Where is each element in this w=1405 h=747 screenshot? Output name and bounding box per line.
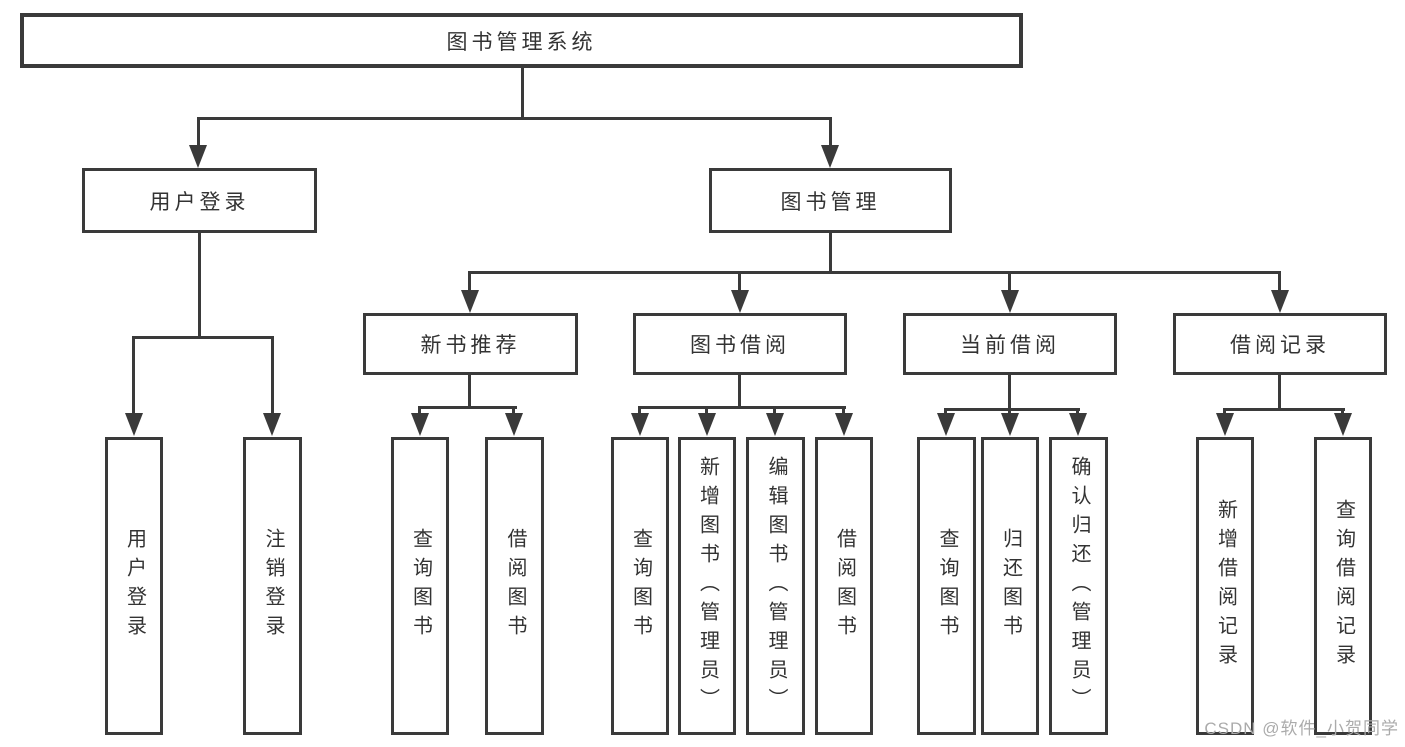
connector-vline <box>842 406 845 416</box>
arrow-down-icon <box>505 413 523 436</box>
connector-vline <box>773 406 776 416</box>
connector-hline <box>197 117 832 120</box>
arrow-down-icon <box>189 145 207 168</box>
csdn-watermark: CSDN @软件_小贺同学 <box>1204 719 1399 738</box>
connector-vline <box>468 271 471 292</box>
connector-vline <box>829 117 832 148</box>
connector-vline <box>132 336 135 416</box>
connector-vline <box>638 406 641 416</box>
connector-vline <box>197 117 200 148</box>
leaf-label: 查询图书 <box>629 528 652 644</box>
node-book-borrowing: 图书借阅 <box>633 313 847 375</box>
leaf-logout: 注销登录 <box>243 437 302 735</box>
leaf-query-book-3: 查询图书 <box>917 437 976 735</box>
arrow-down-icon <box>1271 290 1289 313</box>
connector-vline <box>1008 271 1011 292</box>
connector-hline <box>944 408 1080 411</box>
leaf-edit-book-admin: 编辑图书（管理员） <box>746 437 805 735</box>
leaf-label: 新增借阅记录 <box>1214 499 1237 673</box>
connector-vline <box>944 408 947 416</box>
arrow-down-icon <box>125 413 143 436</box>
leaf-label: 查询图书 <box>936 528 958 644</box>
node-book-management: 图书管理 <box>709 168 952 233</box>
arrow-down-icon <box>1001 413 1019 436</box>
arrow-down-icon <box>937 413 955 436</box>
leaf-label: 新增图书（管理员） <box>696 455 719 717</box>
node-library-system: 图书管理系统 <box>20 13 1023 68</box>
leaf-return-book: 归还图书 <box>981 437 1039 735</box>
leaf-confirm-return-admin: 确认归还（管理员） <box>1049 437 1108 735</box>
node-current-borrowing: 当前借阅 <box>903 313 1117 375</box>
connector-vline <box>521 68 524 119</box>
arrow-down-icon <box>766 413 784 436</box>
leaf-label: 编辑图书（管理员） <box>765 455 787 717</box>
leaf-borrow-book-2: 借阅图书 <box>815 437 873 735</box>
leaf-borrow-book-1: 借阅图书 <box>485 437 544 735</box>
connector-vline <box>1341 408 1344 416</box>
leaf-query-borrow-record: 查询借阅记录 <box>1314 437 1372 735</box>
connector-vline <box>418 406 421 416</box>
node-borrowing-records: 借阅记录 <box>1173 313 1387 375</box>
leaf-add-book-admin: 新增图书（管理员） <box>678 437 736 735</box>
leaf-label: 借阅图书 <box>833 528 856 644</box>
leaf-label: 查询图书 <box>409 528 432 644</box>
connector-vline <box>1278 373 1281 411</box>
leaf-query-book-2: 查询图书 <box>611 437 669 735</box>
connector-vline <box>468 373 471 409</box>
arrow-down-icon <box>835 413 853 436</box>
arrow-down-icon <box>631 413 649 436</box>
connector-vline <box>705 406 708 416</box>
arrow-down-icon <box>731 290 749 313</box>
connector-vline <box>829 233 832 274</box>
arrow-down-icon <box>263 413 281 436</box>
connector-hline <box>1223 408 1345 411</box>
arrow-down-icon <box>1334 413 1352 436</box>
leaf-label: 用户登录 <box>123 528 146 644</box>
connector-vline <box>512 406 515 416</box>
connector-vline <box>1008 408 1011 416</box>
arrow-down-icon <box>1069 413 1087 436</box>
connector-vline <box>1223 408 1226 416</box>
node-new-book-recommend: 新书推荐 <box>363 313 578 375</box>
connector-vline <box>198 233 201 339</box>
leaf-label: 确认归还（管理员） <box>1068 455 1090 717</box>
leaf-add-borrow-record: 新增借阅记录 <box>1196 437 1254 735</box>
leaf-label: 借阅图书 <box>504 528 526 644</box>
connector-hline <box>418 406 517 409</box>
connector-vline <box>738 373 741 409</box>
leaf-query-book-1: 查询图书 <box>391 437 449 735</box>
arrow-down-icon <box>411 413 429 436</box>
arrow-down-icon <box>698 413 716 436</box>
connector-vline <box>738 271 741 292</box>
connector-vline <box>1278 271 1281 292</box>
arrow-down-icon <box>1001 290 1019 313</box>
node-user-login: 用户登录 <box>82 168 317 233</box>
connector-vline <box>1076 408 1079 416</box>
arrow-down-icon <box>821 145 839 168</box>
connector-hline <box>468 271 1281 274</box>
leaf-label: 归还图书 <box>999 528 1022 644</box>
connector-vline <box>1008 373 1011 411</box>
connector-vline <box>271 336 274 416</box>
leaf-label: 查询借阅记录 <box>1332 499 1355 673</box>
connector-hline <box>132 336 274 339</box>
arrow-down-icon <box>1216 413 1234 436</box>
leaf-user-login: 用户登录 <box>105 437 163 735</box>
connector-hline <box>638 406 846 409</box>
arrow-down-icon <box>461 290 479 313</box>
leaf-label: 注销登录 <box>262 528 284 644</box>
